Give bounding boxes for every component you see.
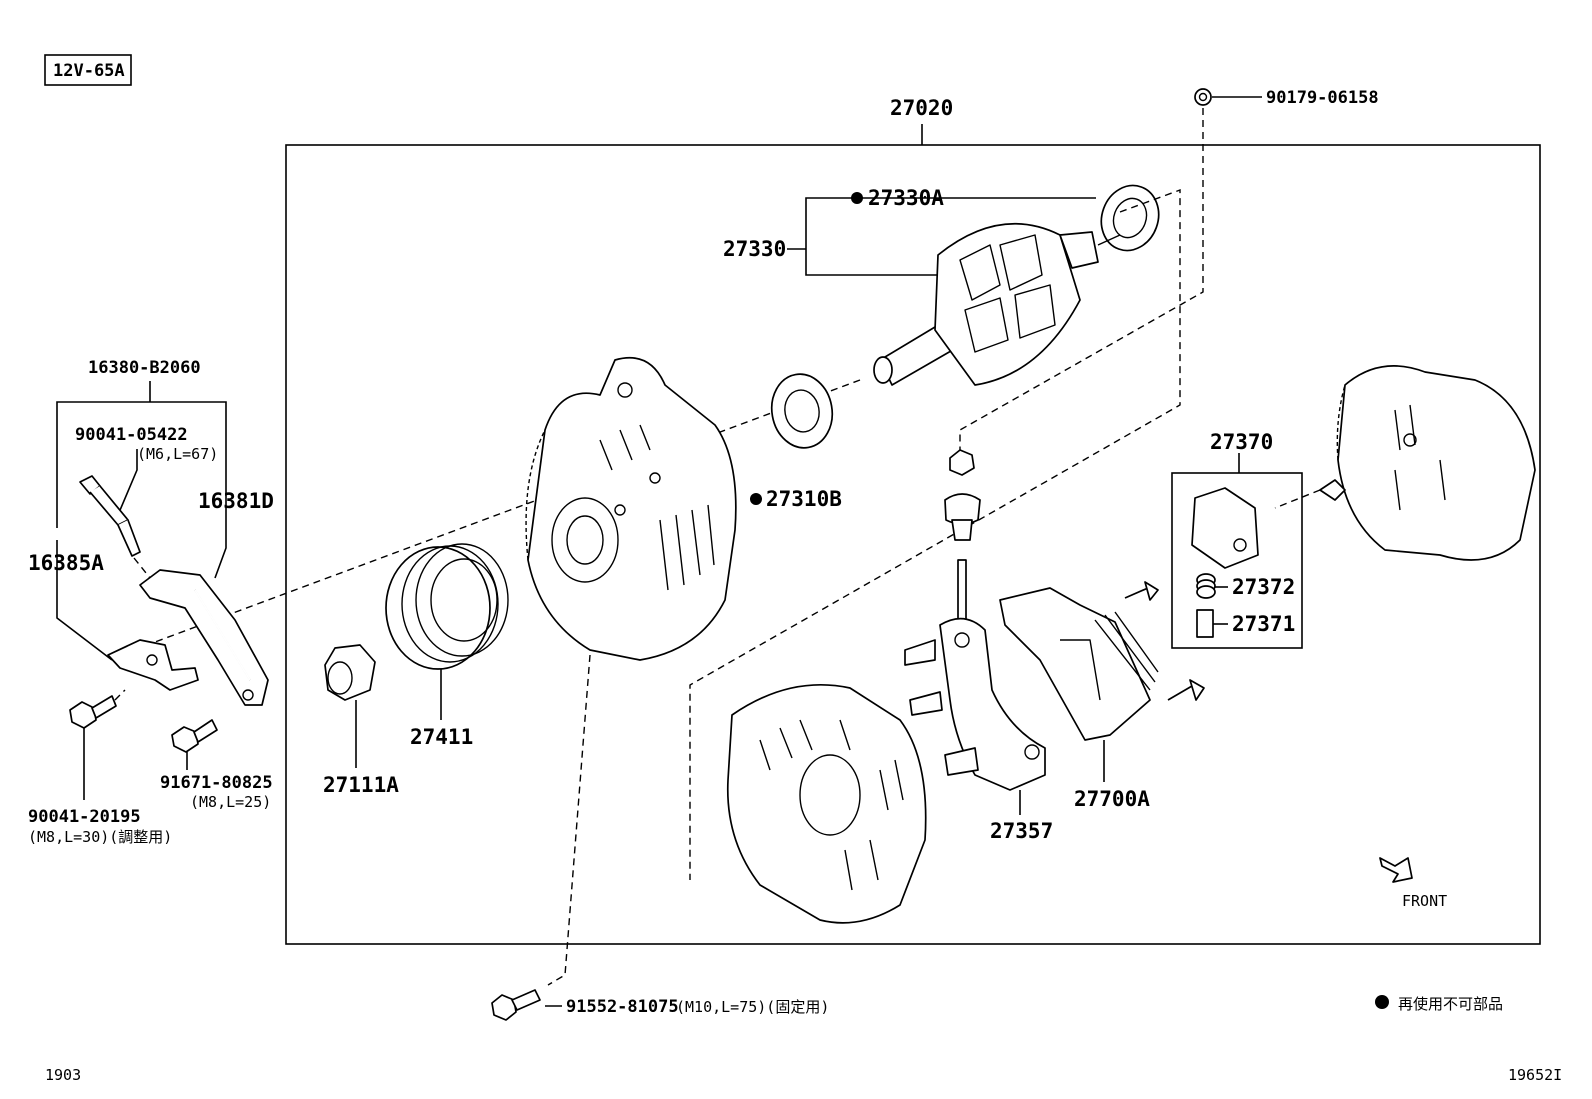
label-90041-05422-spec: (M6,L=67) (137, 445, 218, 463)
stud-bolt-icon (79, 475, 141, 557)
bracket-bolt-icon (171, 719, 218, 753)
assembly-frame (285, 144, 1541, 945)
footer-right-code: 19652I (1508, 1066, 1562, 1084)
brush-icon (1196, 609, 1214, 638)
regulator-screw-icon (1124, 581, 1205, 701)
legend-dot-icon (1375, 995, 1389, 1009)
label-16385A: 16385A (28, 551, 104, 575)
label-91671-80825: 91671-80825 (160, 773, 273, 793)
footer-left-code: 1903 (45, 1066, 81, 1084)
label-90041-05422: 90041-05422 (75, 425, 188, 445)
label-90041-20195: 90041-20195 (28, 807, 141, 827)
label-27700A: 27700A (1074, 787, 1150, 811)
label-27371: 27371 (1232, 612, 1295, 636)
rear-end-frame-icon (726, 683, 927, 924)
brush-holder-group-box (1171, 472, 1303, 649)
front-arrow-icon (1379, 857, 1413, 883)
rear-bearing-icon (1100, 184, 1160, 252)
label-91552-spec: (M10,L=75)(固定用) (676, 998, 829, 1016)
legend-non-reusable-text: 再使用不可部品 (1398, 995, 1503, 1013)
label-27310B: 27310B (766, 487, 842, 511)
label-27357: 27357 (990, 819, 1053, 843)
assembly-number-label: 27020 (890, 96, 953, 120)
adjusting-bracket-icon (139, 569, 269, 706)
front-label: FRONT (1402, 892, 1447, 910)
through-bolt-icon (491, 989, 541, 1021)
brush-holder-icon (1191, 487, 1259, 569)
pulley-nut-icon (324, 644, 376, 701)
label-16380-B2060: 16380-B2060 (88, 358, 201, 378)
brush-spring-icon (1196, 573, 1216, 599)
label-27372: 27372 (1232, 575, 1295, 599)
label-90179-06158: 90179-06158 (1266, 88, 1379, 108)
label-27411: 27411 (410, 725, 473, 749)
label-90041-20195-spec: (M8,L=30)(調整用) (28, 828, 172, 846)
regulator-icon (999, 587, 1159, 741)
label-27370: 27370 (1210, 430, 1273, 454)
label-91671-80825-spec: (M8,L=25) (190, 793, 271, 811)
label-27111A: 27111A (323, 773, 399, 797)
label-91552-81075: 91552-81075 (566, 997, 679, 1017)
label-16381D: 16381D (198, 489, 274, 513)
front-bearing-icon (770, 373, 834, 449)
rotor-icon (873, 223, 1121, 386)
drive-end-frame-icon (525, 356, 737, 661)
adjusting-bolt-icon (69, 695, 117, 729)
rear-cover-icon (1336, 365, 1536, 561)
label-27330A: 27330A (868, 186, 944, 210)
label-27330: 27330 (723, 237, 786, 261)
spec-label: 12V-65A (53, 61, 125, 81)
pulley-icon (385, 543, 509, 670)
terminal-nut-icon (944, 449, 981, 621)
nut-icon (1194, 88, 1212, 106)
non-reusable-dot-icon (851, 192, 863, 204)
cover-screw-icon (1274, 479, 1346, 509)
rectifier-icon (904, 617, 1046, 791)
bracket-16385A-icon (107, 639, 199, 691)
non-reusable-dot-icon (750, 493, 762, 505)
spec-label-box: 12V-65A (44, 54, 132, 86)
